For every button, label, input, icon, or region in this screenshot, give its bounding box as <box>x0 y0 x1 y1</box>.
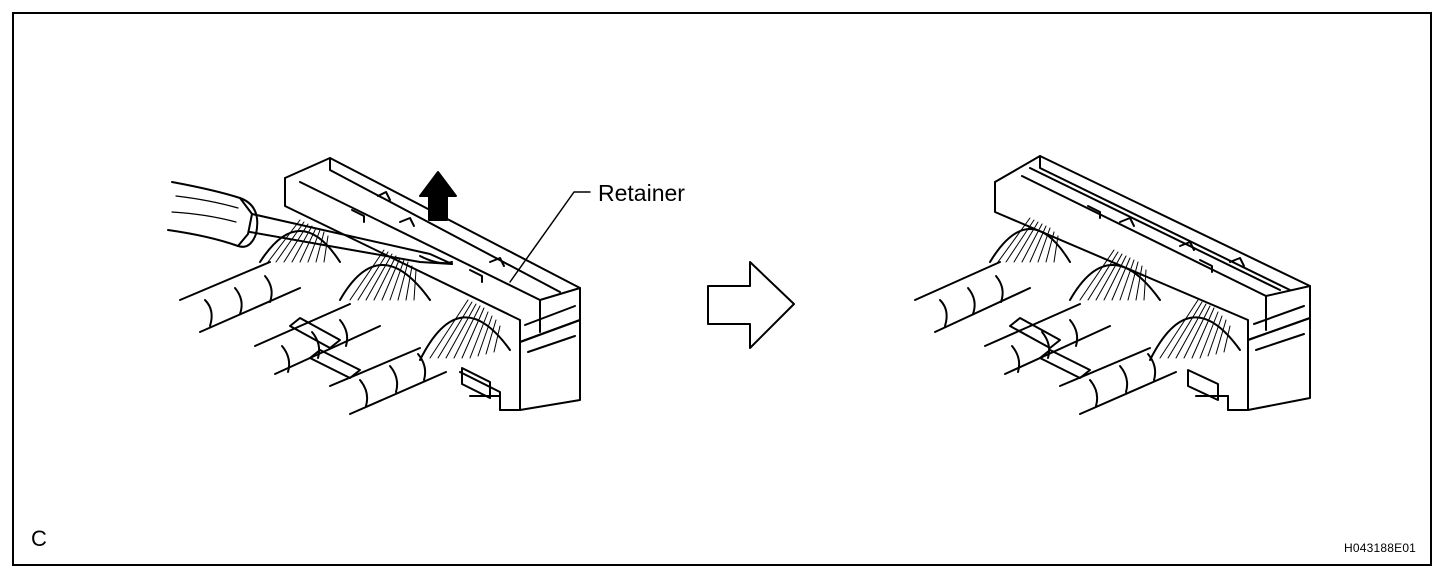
figure-id: H043188E01 <box>1344 541 1417 555</box>
connector-right <box>994 155 1311 411</box>
wire-fan-right-1 <box>989 217 1071 263</box>
figure-frame <box>12 12 1432 566</box>
callout-leader <box>509 191 591 283</box>
wire-fan-left-3 <box>419 299 511 361</box>
wires-right <box>914 261 1177 415</box>
wire-fan-left-1 <box>259 219 341 263</box>
retainer-label: Retainer <box>598 180 685 206</box>
corner-letter: C <box>31 526 47 551</box>
connector-left <box>284 157 581 411</box>
wire-fan-right-2 <box>1069 249 1161 301</box>
wire-fan-left-2 <box>339 249 431 301</box>
up-arrow-icon <box>419 171 457 221</box>
wire-fan-right-3 <box>1149 299 1241 361</box>
screwdriver-icon <box>167 181 453 265</box>
right-outline-arrow-icon <box>707 261 795 349</box>
wires-left <box>179 261 447 415</box>
